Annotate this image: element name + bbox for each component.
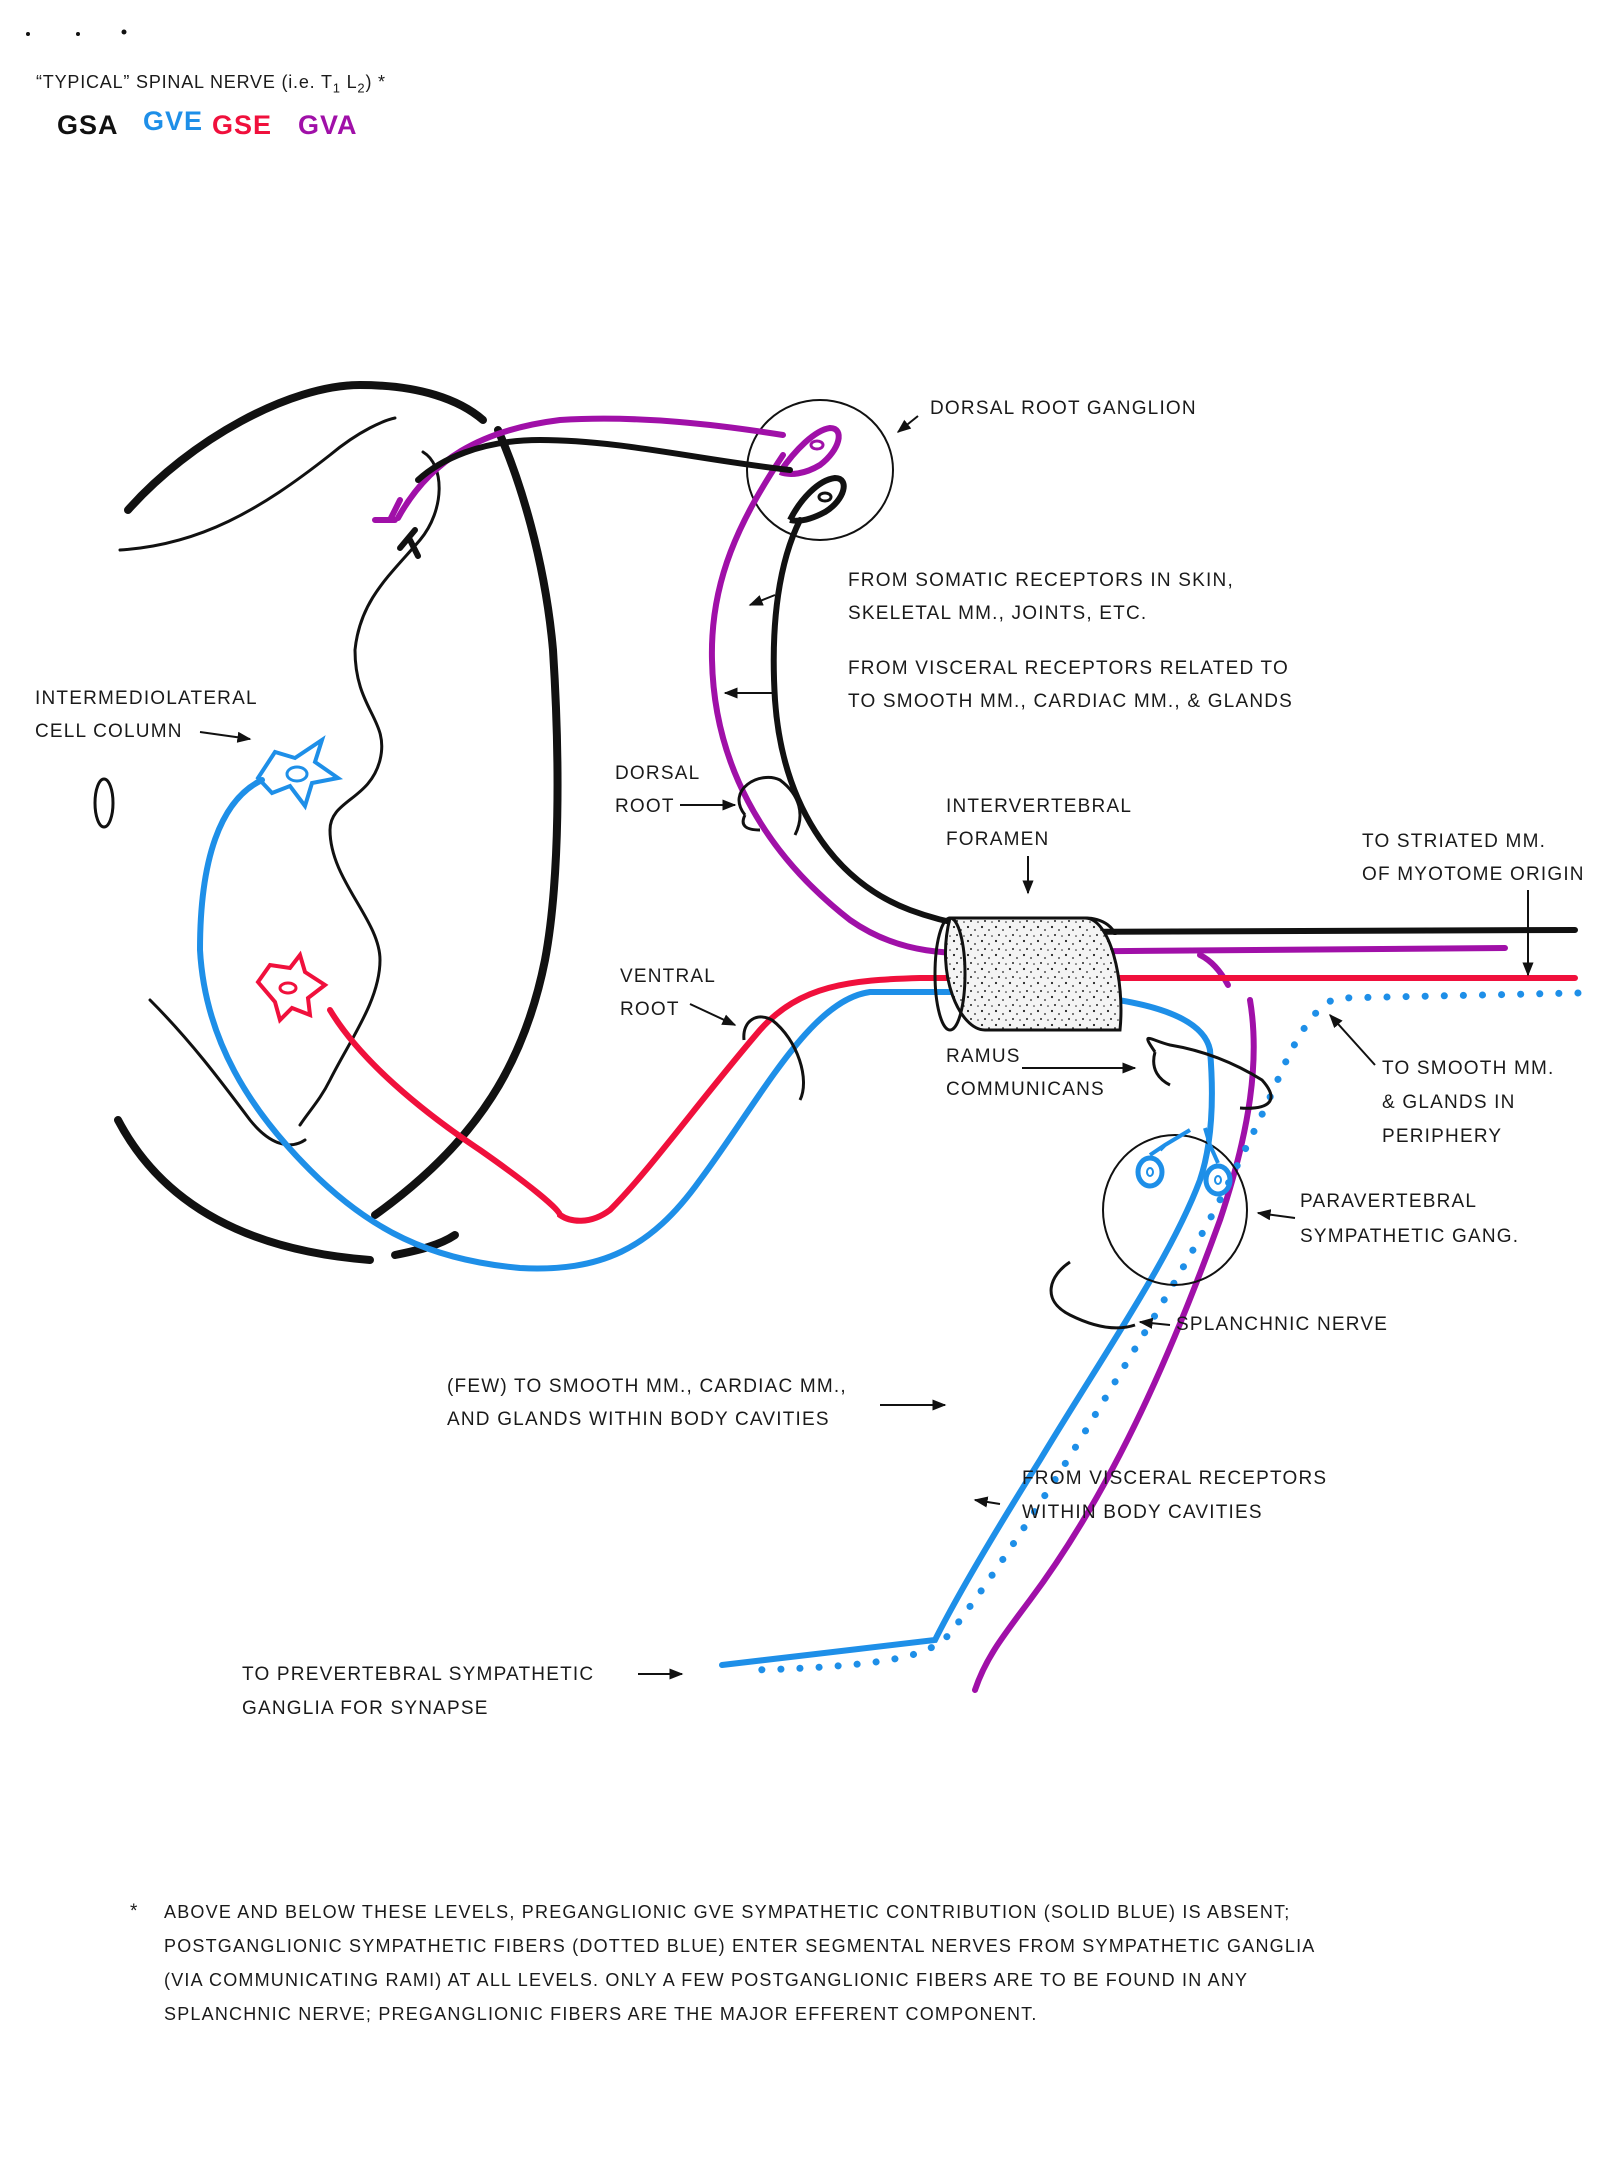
diagram-title: “TYPICAL” SPINAL NERVE (i.e. T1 L2) * [36, 72, 386, 96]
label-prevertebral-1: TO PREVERTEBRAL SYMPATHETIC [242, 1664, 595, 1685]
label-periphery-3: PERIPHERY [1382, 1126, 1503, 1147]
splanchnic-nerve-ring [1049, 1260, 1136, 1330]
grey-matter-border [298, 450, 441, 1127]
label-ramus-1: RAMUS [946, 1046, 1021, 1067]
arrow-splanchnic [1138, 1317, 1171, 1329]
gve-preganglionic-fibers [196, 777, 1215, 1668]
label-body-cavities-1: FROM VISCERAL RECEPTORS [1022, 1468, 1328, 1489]
label-splanchnic: SPLANCHNIC NERVE [1176, 1314, 1389, 1335]
drg-cell-gsa [787, 474, 847, 524]
arrow-periphery [1329, 1013, 1376, 1066]
arrow-somatic [748, 594, 776, 606]
label-periphery-2: & GLANDS IN [1382, 1092, 1516, 1113]
spinal-cord-outline [93, 380, 562, 1264]
label-striated-1: TO STRIATED MM. [1362, 831, 1547, 852]
footnote-marker: * [130, 1901, 139, 1922]
dorsal-root-ganglion-circle [746, 399, 894, 541]
label-visceral-receptors-1: FROM VISCERAL RECEPTORS RELATED TO [848, 658, 1289, 679]
gse-motor-neuron-icon [255, 950, 329, 1024]
label-dorsal-root-1: DORSAL [615, 763, 701, 784]
label-striated-2: OF MYOTOME ORIGIN [1362, 864, 1585, 885]
central-canal [93, 777, 115, 829]
gve-postganglionic-dotted [751, 989, 1582, 1674]
legend-gsa: GSA [57, 110, 119, 140]
label-intervertebral-2: FORAMEN [946, 829, 1050, 850]
arrow-drg [896, 415, 919, 433]
arrow-intermediolateral [199, 731, 252, 743]
label-somatic-receptors-2: SKELETAL MM., JOINTS, ETC. [848, 603, 1148, 624]
label-somatic-receptors-1: FROM SOMATIC RECEPTORS IN SKIN, [848, 570, 1234, 591]
grey-matter-dorsal-horn [118, 416, 397, 552]
dorsal-root-ring [737, 775, 802, 836]
footnote-line-3: (VIA COMMUNICATING RAMI) AT ALL LEVELS. … [164, 1970, 1249, 1990]
intervertebral-foramen-icon [933, 916, 1123, 1032]
ventral-root-ring [742, 1015, 805, 1101]
paravertebral-ganglion-cells [1135, 1127, 1233, 1197]
label-body-cavities-2: WITHIN BODY CAVITIES [1022, 1502, 1263, 1523]
footnote-line-4: SPLANCHNIC NERVE; PREGANGLIONIC FIBERS A… [164, 2004, 1038, 2024]
cord-dorsal-arc [124, 380, 487, 514]
label-few-2: AND GLANDS WITHIN BODY CAVITIES [447, 1409, 830, 1430]
paravertebral-ganglion-circle [1102, 1134, 1248, 1286]
grey-matter-ventral-horn [148, 998, 307, 1147]
label-ventral-root-2: ROOT [620, 999, 680, 1020]
label-intermediolateral-1: INTERMEDIOLATERAL [35, 688, 258, 709]
legend-gve: GVE [143, 106, 204, 136]
root-rings [737, 775, 1273, 1330]
arrow-paravertebral [1256, 1209, 1296, 1221]
footnote-line-2: POSTGANGLIONIC SYMPATHETIC FIBERS (DOTTE… [164, 1936, 1316, 1956]
label-visceral-receptors-2: TO SMOOTH MM., CARDIAC MM., & GLANDS [848, 691, 1294, 712]
arrow-body-cavities [973, 1496, 1001, 1508]
gva-fibers [372, 415, 1508, 1693]
label-ventral-root-1: VENTRAL [620, 966, 717, 987]
label-periphery-1: TO SMOOTH MM. [1382, 1058, 1555, 1079]
gve-intermediolateral-neuron-icon [255, 735, 344, 811]
cord-ventral-arc [114, 1116, 374, 1264]
ramus-communicans-ring [1146, 1036, 1273, 1110]
drg-cell-gva [777, 424, 842, 477]
gse-fibers [327, 975, 1578, 1224]
label-prevertebral-2: GANGLIA FOR SYNAPSE [242, 1698, 489, 1719]
label-dorsal-root-2: ROOT [615, 796, 675, 817]
label-ramus-2: COMMUNICANS [946, 1079, 1105, 1100]
arrow-ventral-root [689, 1003, 737, 1026]
label-intervertebral-1: INTERVERTEBRAL [946, 796, 1133, 817]
label-dorsal-root-ganglion: DORSAL ROOT GANGLION [930, 398, 1197, 419]
annotation-arrows [199, 415, 1534, 1680]
legend-gse: GSE [212, 110, 273, 140]
label-intermediolateral-2: CELL COLUMN [35, 721, 183, 742]
cord-midline [371, 426, 562, 1219]
label-paravertebral-1: PARAVERTEBRAL [1300, 1191, 1478, 1212]
footnote-line-1: ABOVE AND BELOW THESE LEVELS, PREGANGLIO… [164, 1902, 1291, 1922]
label-few-1: (FEW) TO SMOOTH MM., CARDIAC MM., [447, 1376, 847, 1397]
corner-marks [26, 29, 127, 36]
label-paravertebral-2: SYMPATHETIC GANG. [1300, 1226, 1520, 1247]
legend-gva: GVA [298, 110, 358, 140]
